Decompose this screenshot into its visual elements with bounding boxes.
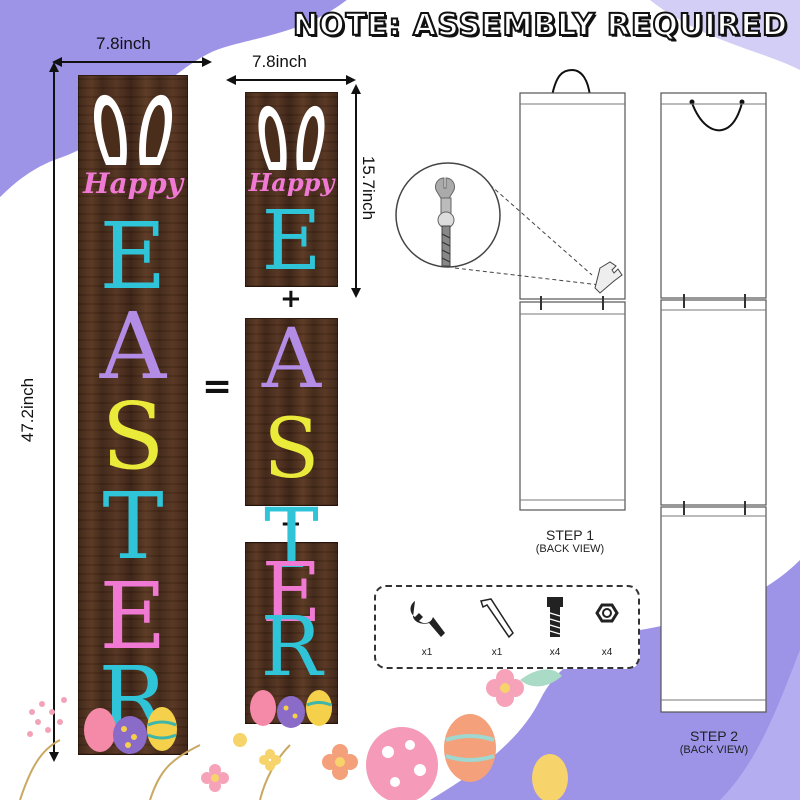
- panel-1-plank: Happy E: [245, 92, 338, 289]
- full-sign-plank: Happy E A S T E R: [78, 75, 188, 755]
- bunny-ears-icon: [93, 94, 173, 165]
- plus-sign-2: +: [280, 509, 302, 539]
- purple-swoosh-top: [0, 0, 350, 200]
- wrench-qty: x1: [421, 647, 433, 658]
- step-2-title: STEP 2: [690, 728, 738, 744]
- full-width-label: 7.8inch: [96, 34, 151, 53]
- sign-letter-e1: E: [99, 203, 167, 310]
- tool-hex-key: x1: [472, 595, 522, 658]
- step-2-subtitle: (BACK VIEW): [679, 744, 749, 756]
- equals-sign: =: [202, 366, 233, 407]
- panel-2-letter-a: A: [261, 312, 322, 407]
- assembly-note: NOTE: ASSEMBLY REQUIRED: [292, 7, 788, 44]
- nut-qty: x4: [601, 647, 613, 658]
- step-1-title: STEP 1: [546, 527, 594, 543]
- hanging-rope-1: [551, 68, 591, 97]
- panel-bunny-ears-icon: [258, 105, 325, 170]
- sign-letter-t: T: [102, 473, 164, 580]
- wrench-icon: [410, 601, 445, 637]
- panel-height-arrow: [351, 84, 361, 298]
- happy-text: Happy: [82, 167, 184, 200]
- tool-nut: x4: [582, 595, 632, 658]
- sign-letter-a: A: [99, 293, 167, 400]
- purple-swoosh-right-top: [720, 650, 800, 800]
- sign-letter-e2: E: [99, 563, 167, 670]
- panel-happy-text: Happy: [248, 168, 335, 197]
- step-2-label: STEP 2 (BACK VIEW): [654, 728, 774, 756]
- step-1-label: STEP 1 (BACK VIEW): [510, 527, 630, 555]
- easter-eggs-icon: [84, 707, 177, 754]
- full-width-arrow: [52, 57, 212, 67]
- panel-3-letter-e: E: [261, 546, 322, 641]
- panel-2-letter-s: S: [263, 402, 320, 497]
- tool-wrench: x1: [402, 595, 452, 658]
- magnifier-wrench-icon: [435, 177, 455, 267]
- panel-3-letter-t: T: [264, 492, 319, 587]
- step-1-subtitle: (BACK VIEW): [535, 543, 605, 555]
- hex-key-icon: [480, 598, 514, 639]
- plus-sign-1: +: [280, 284, 302, 314]
- bolt-icon: [547, 597, 563, 637]
- step-2-panel-middle: [660, 299, 767, 506]
- small-wrench-icon: [594, 261, 623, 294]
- panel-width-label: 7.8inch: [252, 52, 307, 71]
- panel-eggs-icon: [250, 690, 332, 728]
- sign-letter-s: S: [101, 383, 165, 490]
- step-1-panel-bottom: [519, 301, 626, 511]
- panel-width-arrow: [226, 75, 356, 85]
- panel-2-plank: A S: [245, 312, 338, 506]
- hardware-toolbox: x1 x1 x4 x4: [374, 585, 640, 669]
- panel-3-letter-r: R: [260, 600, 323, 695]
- nut-icon: [595, 603, 619, 623]
- step-2-panel-bottom: [660, 506, 767, 713]
- hex-key-qty: x1: [491, 647, 503, 658]
- tool-bolt: x4: [530, 595, 580, 658]
- panel-1-letter-e: E: [261, 194, 322, 289]
- hanging-rope-2: [691, 102, 743, 132]
- step-2-panel-top: [660, 92, 767, 299]
- purple-swoosh-top-right: [650, 0, 800, 70]
- panel-3-plank: T E R: [245, 492, 338, 728]
- bolt-qty: x4: [549, 647, 561, 658]
